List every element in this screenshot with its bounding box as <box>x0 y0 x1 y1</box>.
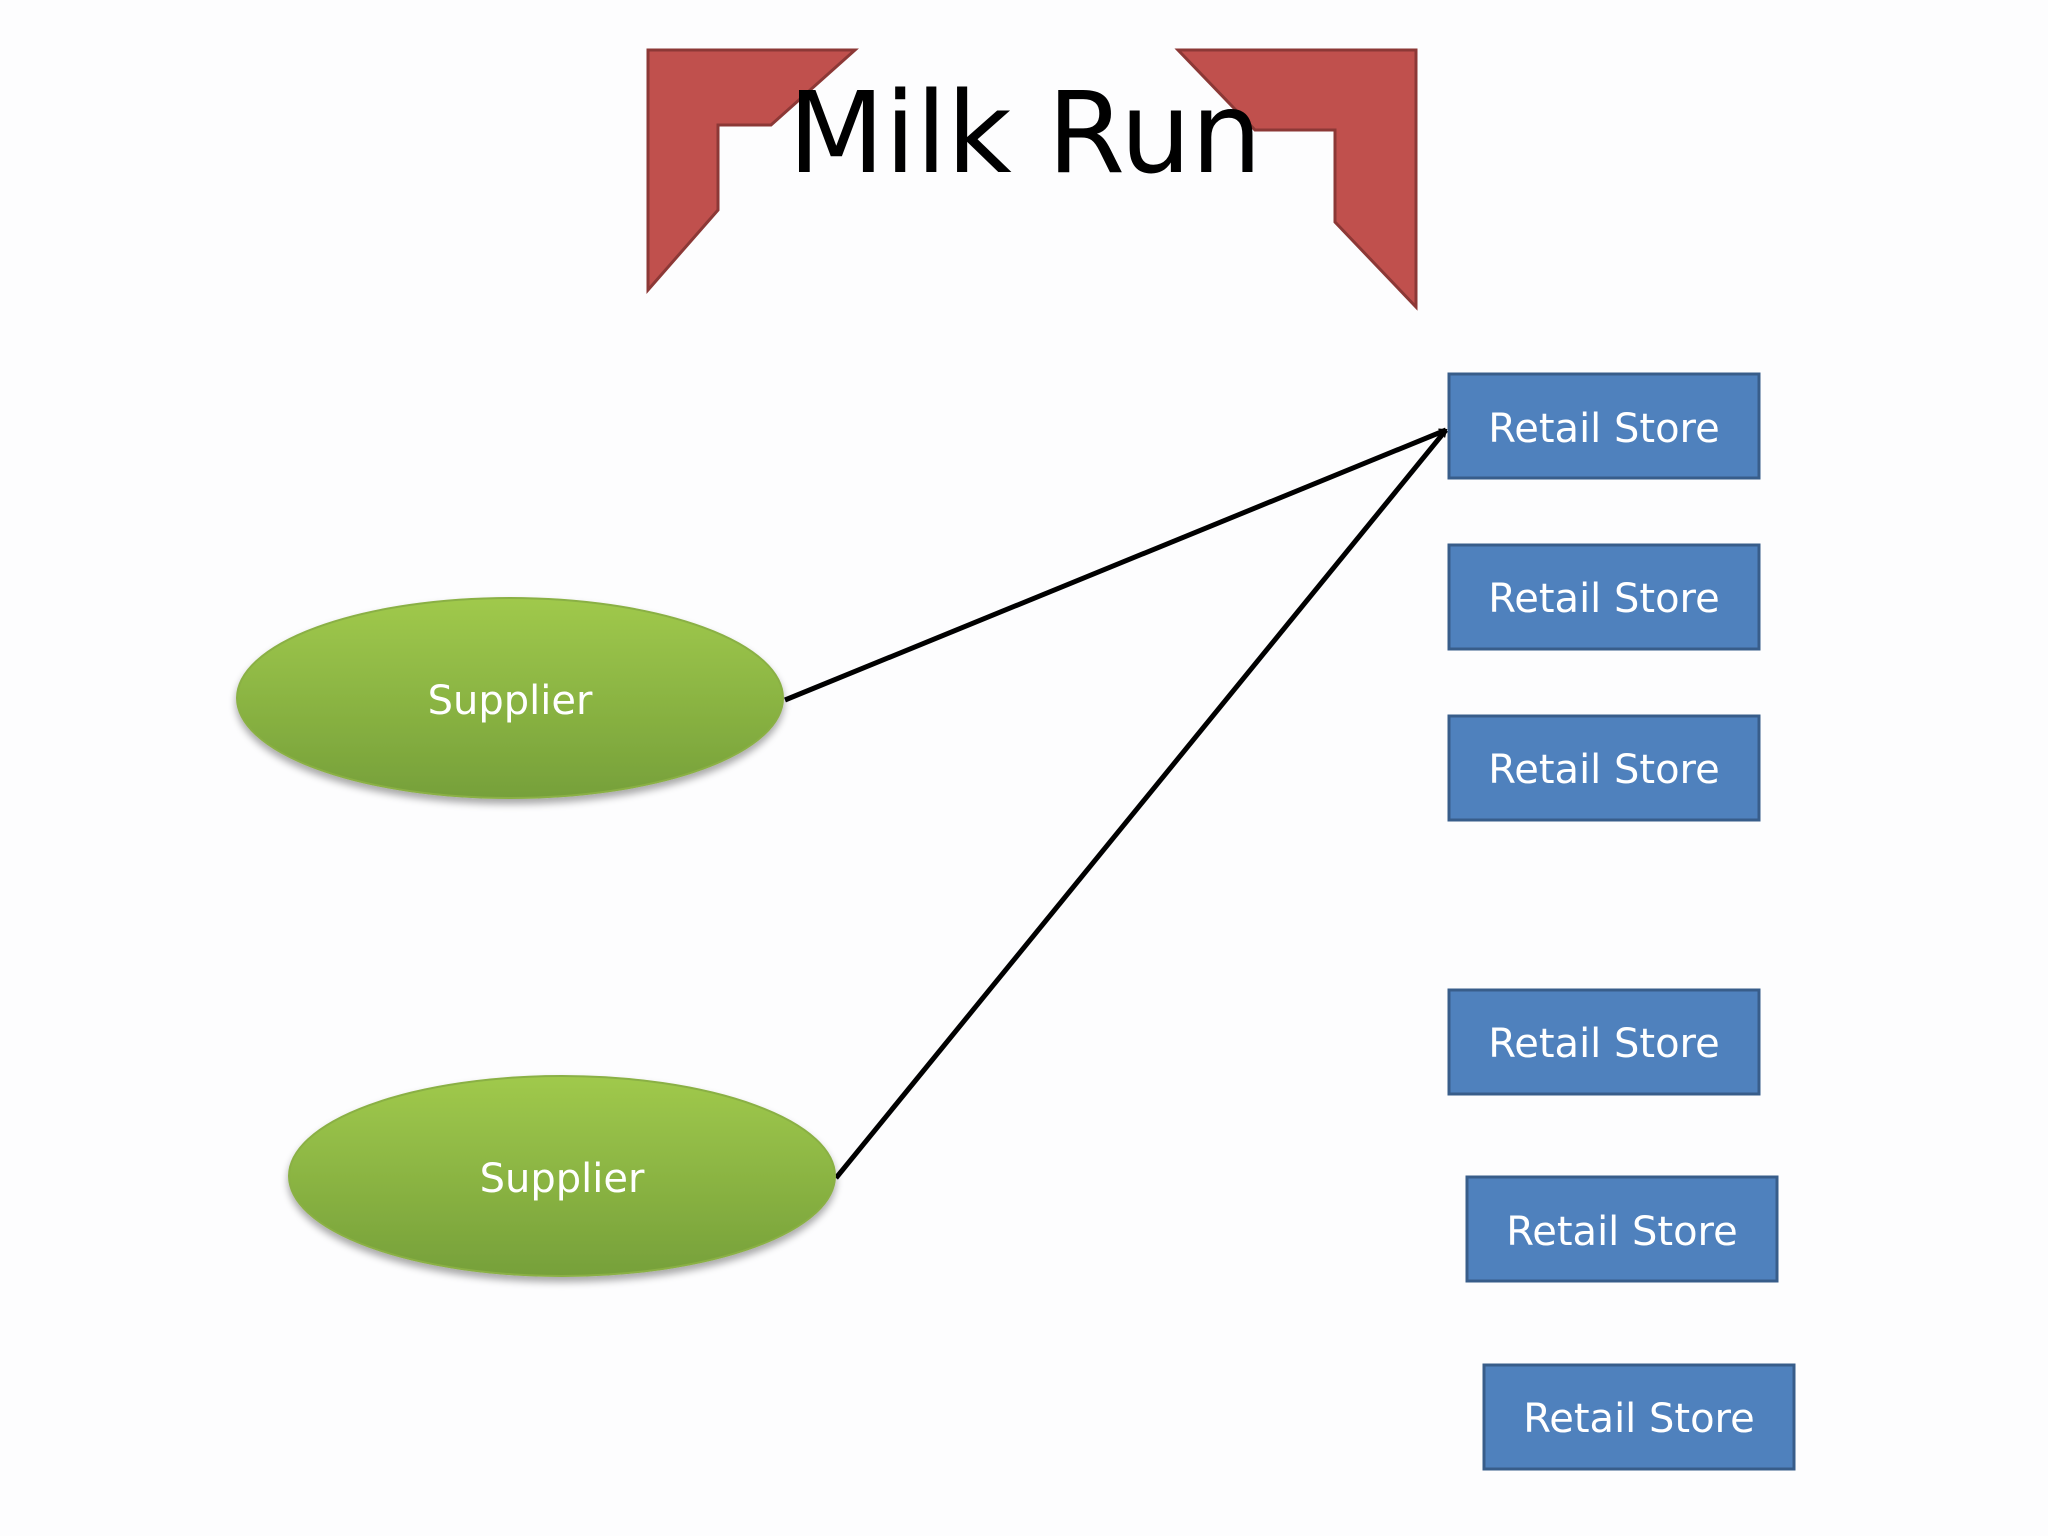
retail-store-label: Retail Store <box>1506 1209 1737 1255</box>
retail-store-label: Retail Store <box>1488 576 1719 622</box>
title-right-bracket <box>1174 48 1418 311</box>
title-left-bracket <box>646 48 859 294</box>
retail-store-label: Retail Store <box>1488 1021 1719 1067</box>
page-title: Milk Run <box>788 69 1262 199</box>
supplier-label: Supplier <box>480 1156 645 1202</box>
supplier-label: Supplier <box>428 678 593 724</box>
retail-store-node[interactable]: Retail Store <box>1447 543 1761 651</box>
retail-store-node[interactable]: Retail Store <box>1465 1175 1779 1283</box>
supplier-node[interactable]: Supplier <box>288 1075 836 1277</box>
retail-store-node[interactable]: Retail Store <box>1447 372 1761 480</box>
route-arrow-1 <box>784 427 1446 703</box>
retail-store-label: Retail Store <box>1488 406 1719 452</box>
route-arrow-2 <box>834 428 1448 1180</box>
retail-store-label: Retail Store <box>1523 1396 1754 1442</box>
retail-store-node[interactable]: Retail Store <box>1447 988 1761 1096</box>
retail-store-node[interactable]: Retail Store <box>1482 1363 1796 1471</box>
supplier-node[interactable]: Supplier <box>236 597 784 799</box>
retail-store-label: Retail Store <box>1488 747 1719 793</box>
retail-store-node[interactable]: Retail Store <box>1447 714 1761 822</box>
